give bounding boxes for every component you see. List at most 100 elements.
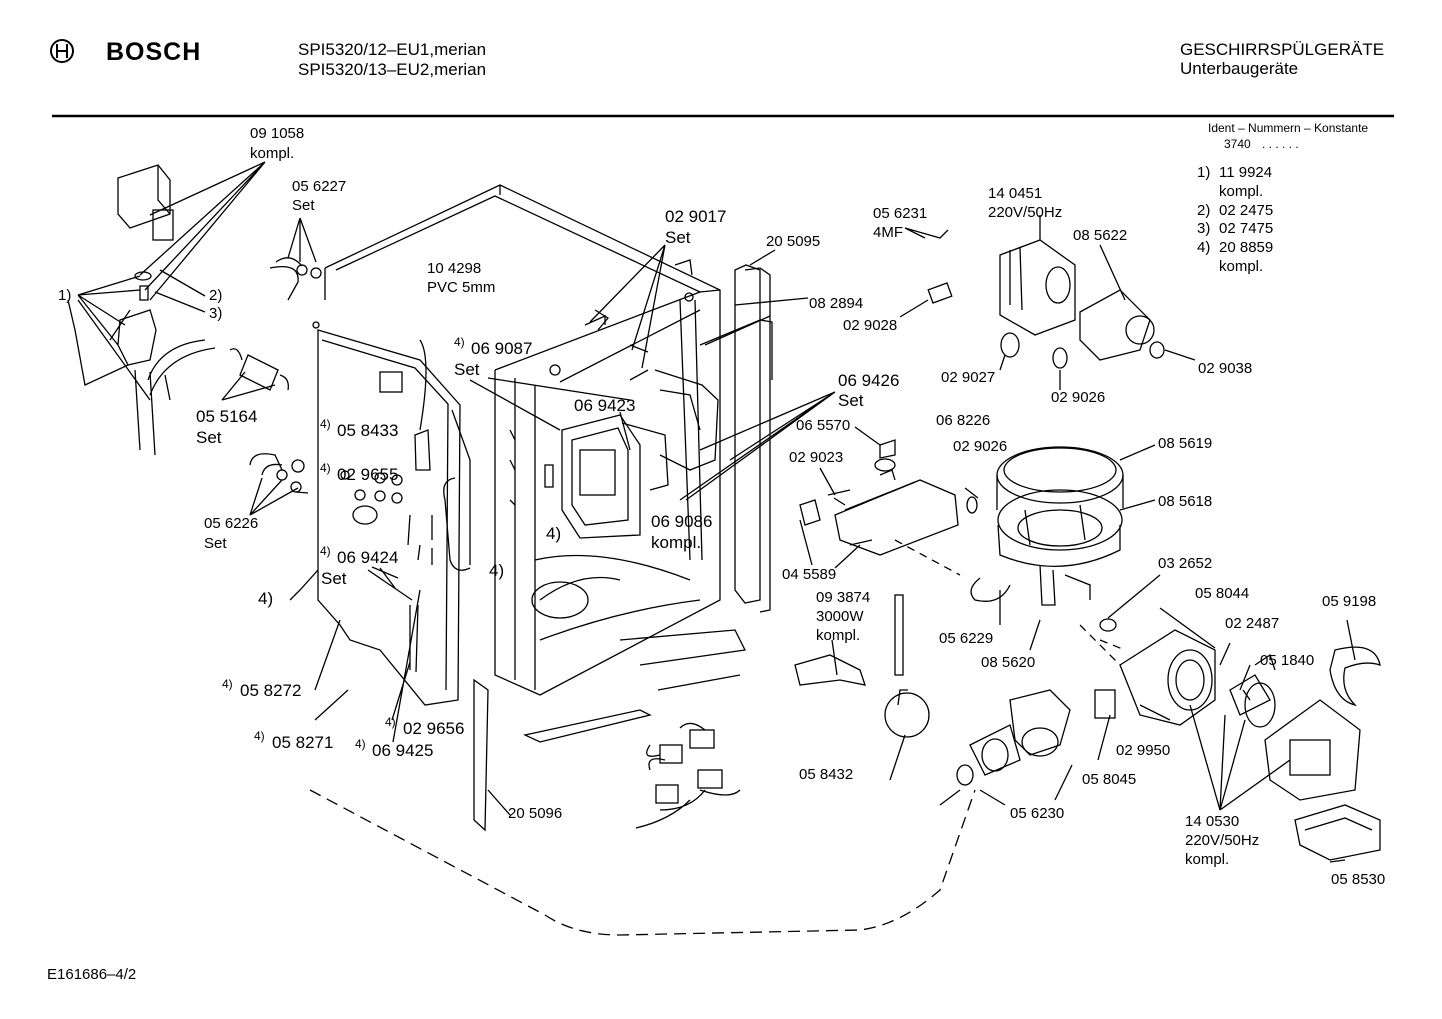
part-label: 220V/50Hz [1185,832,1260,849]
drain-pump-drawing [939,624,1381,861]
cabinet-drawing [324,184,721,696]
heater-assembly-drawing [799,439,1011,602]
part-label: 3000W [816,608,864,625]
part-label: Set [321,569,347,588]
part-label: 3) [209,305,223,322]
part-label: kompl. [250,145,295,162]
part-label: 06 5570 [796,417,851,434]
part-label: 05 6226 [204,515,259,532]
part-label: Set [204,535,227,552]
part-label: 05 8272 [240,681,302,700]
ident-code: 3740 [1224,137,1251,151]
part-label: 05 6231 [873,205,928,222]
part-label: 05 1840 [1260,652,1315,669]
note-marker: 4) [454,335,465,349]
part-label: 06 9086 [651,512,713,531]
bosch-logo-icon [50,39,74,63]
part-label: 09 1058 [250,125,305,142]
part-label: 02 9655 [337,465,399,484]
part-label: 4MF [873,224,903,241]
part-label: 02 2487 [1225,615,1280,632]
note-3-value: 02 7475 [1219,220,1274,237]
part-label: 06 9423 [574,396,636,415]
part-label: 05 8271 [272,733,334,752]
part-label: 4) [489,561,505,580]
note-2-value: 02 2475 [1219,202,1274,219]
part-label: 09 3874 [816,589,871,606]
note-1-value: 11 9924 [1219,164,1273,181]
part-label: kompl. [1185,851,1230,868]
note-1-num: 1) [1197,164,1211,181]
part-label: kompl. [816,627,861,644]
part-label: 04 5589 [782,566,837,583]
base-outline [309,789,976,936]
part-label: 06 8226 [936,412,991,429]
part-label: 20 5096 [508,805,563,822]
part-label: 20 5095 [766,233,821,250]
part-label: Set [292,197,315,214]
part-label: 06 9087 [471,339,533,358]
part-label: 02 9026 [1051,389,1106,406]
category-line-2: Unterbaugeräte [1180,59,1299,78]
note-marker: 4) [320,461,331,475]
part-label: kompl. [651,533,702,552]
part-label: 02 9656 [403,719,465,738]
part-label: 14 0451 [988,185,1043,202]
part-label: 02 9028 [843,317,898,334]
part-label: 1) [58,287,72,304]
drawing-code: E161686–4/2 [47,966,137,983]
part-label: Set [196,428,222,447]
part-label: 05 8045 [1082,771,1137,788]
model-line-2: SPI5320/13–EU2,merian [298,60,487,79]
part-label: 14 0530 [1185,813,1240,830]
part-label: 05 6229 [939,630,994,647]
part-label: 05 8432 [799,766,854,783]
note-4-suffix: kompl. [1219,258,1264,275]
part-label: 02 9027 [941,369,996,386]
part-label: 06 9424 [337,548,399,567]
note-marker: 4) [254,729,265,743]
note-marker: 4) [320,544,331,558]
door-panel-drawing [312,321,471,706]
part-label: 08 5618 [1158,493,1213,510]
part-label: 02 9950 [1116,742,1171,759]
part-label: 05 9198 [1322,593,1377,610]
part-label: Set [838,391,864,410]
part-label: 05 8044 [1195,585,1250,602]
note-marker: 4) [355,737,366,751]
motor-140451-drawing [999,215,1165,361]
part-label: 02 9017 [665,207,727,226]
part-label: 03 2652 [1158,555,1213,572]
note-marker: 4) [222,677,233,691]
note-marker: 4) [320,417,331,431]
part-label: 2) [209,287,223,304]
note-marker: 4) [385,715,396,729]
part-label: 05 8530 [1331,871,1386,888]
part-label: 02 9038 [1198,360,1253,377]
part-label: 08 2894 [809,295,864,312]
part-label: 02 9023 [789,449,844,466]
part-label: 05 8433 [337,421,399,440]
part-label: 05 6230 [1010,805,1065,822]
brand-name: BOSCH [106,38,202,66]
part-label: Set [665,228,691,247]
part-label: Set [454,360,480,379]
note-2-num: 2) [1197,202,1211,219]
note-4-value: 20 8859 [1219,239,1274,256]
part-label: 06 9426 [838,371,900,390]
category-line-1: GESCHIRRSPÜLGERÄTE [1180,40,1385,59]
part-label: 220V/50Hz [988,204,1063,221]
part-label: 02 9026 [953,438,1008,455]
part-label: 08 5622 [1073,227,1128,244]
wiring-harness-drawing [635,722,741,829]
part-label: 4) [546,524,562,543]
part-label: PVC 5mm [427,279,496,296]
ident-title: Ident – Nummern – Konstante [1208,121,1369,135]
part-label: 08 5620 [981,654,1036,671]
filter-pot-drawing [996,446,1124,606]
ident-dots: . . . . . . [1262,137,1299,151]
part-label: 05 5164 [196,407,258,426]
model-line-1: SPI5320/12–EU1,merian [298,40,487,59]
note-3-num: 3) [1197,220,1211,237]
